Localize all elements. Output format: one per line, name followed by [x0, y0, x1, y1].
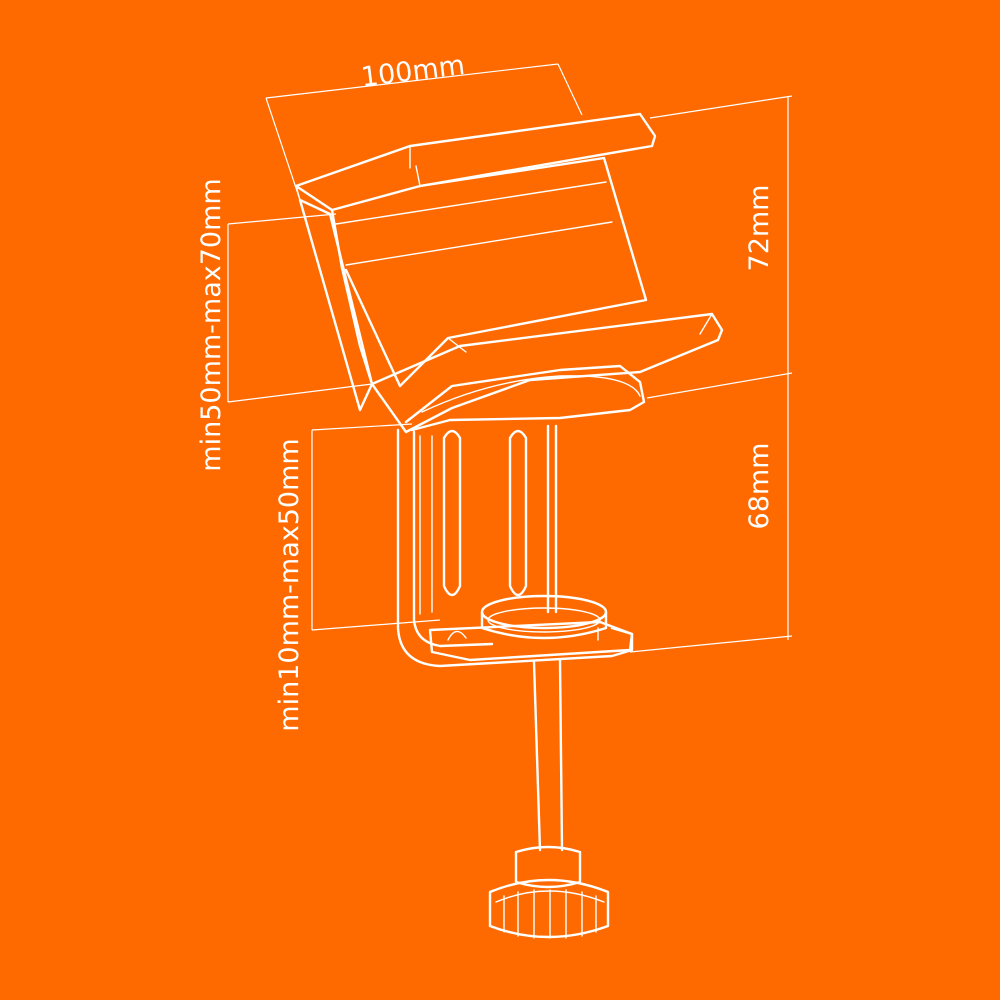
- lower-clamp-range-label: min10mm-max50mm: [274, 438, 305, 731]
- rear-face-divider-2: [335, 181, 607, 225]
- clamp-screw: [488, 658, 610, 939]
- width-extension-right: [557, 63, 583, 116]
- left-adjust-slot: [442, 429, 462, 597]
- width-dimension-line: [265, 63, 559, 99]
- lower-plate: [370, 312, 724, 434]
- upper-gap-extension-bottom: [227, 383, 373, 403]
- right-adjust-slot: [508, 429, 528, 597]
- connector-curve: [421, 375, 641, 413]
- screw-collar: [514, 845, 582, 889]
- lower-plate-edge: [447, 313, 713, 353]
- bracket-back-rail: [396, 428, 634, 668]
- top-plate: [294, 112, 657, 212]
- lower-gap-extension-top: [311, 423, 413, 431]
- clamp-outline: [294, 112, 724, 434]
- upper-height-label: 72mm: [744, 185, 775, 272]
- height-extension-top: [649, 95, 793, 119]
- screw-shaft: [532, 658, 564, 852]
- connector-block: [404, 364, 646, 432]
- width-extension-left: [265, 97, 301, 201]
- knob-top-edge: [495, 890, 605, 903]
- dimension-lines: [227, 63, 793, 653]
- height-extension-middle: [646, 372, 793, 399]
- front-face-inner: [330, 208, 374, 386]
- bracket-front-rail: [546, 424, 558, 614]
- upper-gap-extension-top: [227, 213, 337, 225]
- c-bracket: [396, 424, 634, 668]
- knob-body: [488, 878, 610, 939]
- pressure-pad-side: [480, 610, 608, 640]
- lower-gap-extension-bottom: [311, 619, 441, 631]
- bracket-inner-rail: [412, 430, 494, 648]
- rear-face-divider: [345, 221, 613, 266]
- pressure-pad-ring: [487, 607, 601, 633]
- lower-height-label: 68mm: [744, 443, 775, 530]
- dimension-labels: 100mm 72mm 68mm min50mm-max70mm min10mm-…: [196, 50, 775, 732]
- knob-grip-ridges: [503, 889, 597, 939]
- height-extension-bottom: [629, 635, 793, 653]
- bracket-middle-rail: [419, 435, 433, 615]
- upper-clamp-range-label: min50mm-max70mm: [196, 178, 227, 471]
- rear-face: [344, 156, 648, 388]
